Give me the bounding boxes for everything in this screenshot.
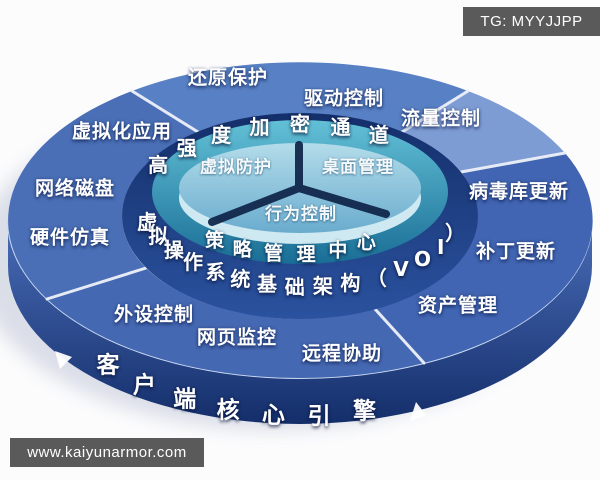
petal-seams [45, 89, 567, 365]
petal-left [8, 91, 199, 299]
arrow-icon-left [55, 351, 72, 369]
petal-right [375, 153, 593, 363]
petal-top-right [402, 91, 565, 172]
front-rim [8, 220, 592, 424]
disc-divider [208, 141, 390, 226]
watermark-telegram: TG: MYYJJPP [463, 7, 600, 36]
watermark-website: www.kaiyunarmor.com [10, 438, 204, 467]
petal-bottom [47, 268, 424, 378]
arrow-icon-right [410, 402, 426, 421]
petal-top [132, 62, 468, 133]
